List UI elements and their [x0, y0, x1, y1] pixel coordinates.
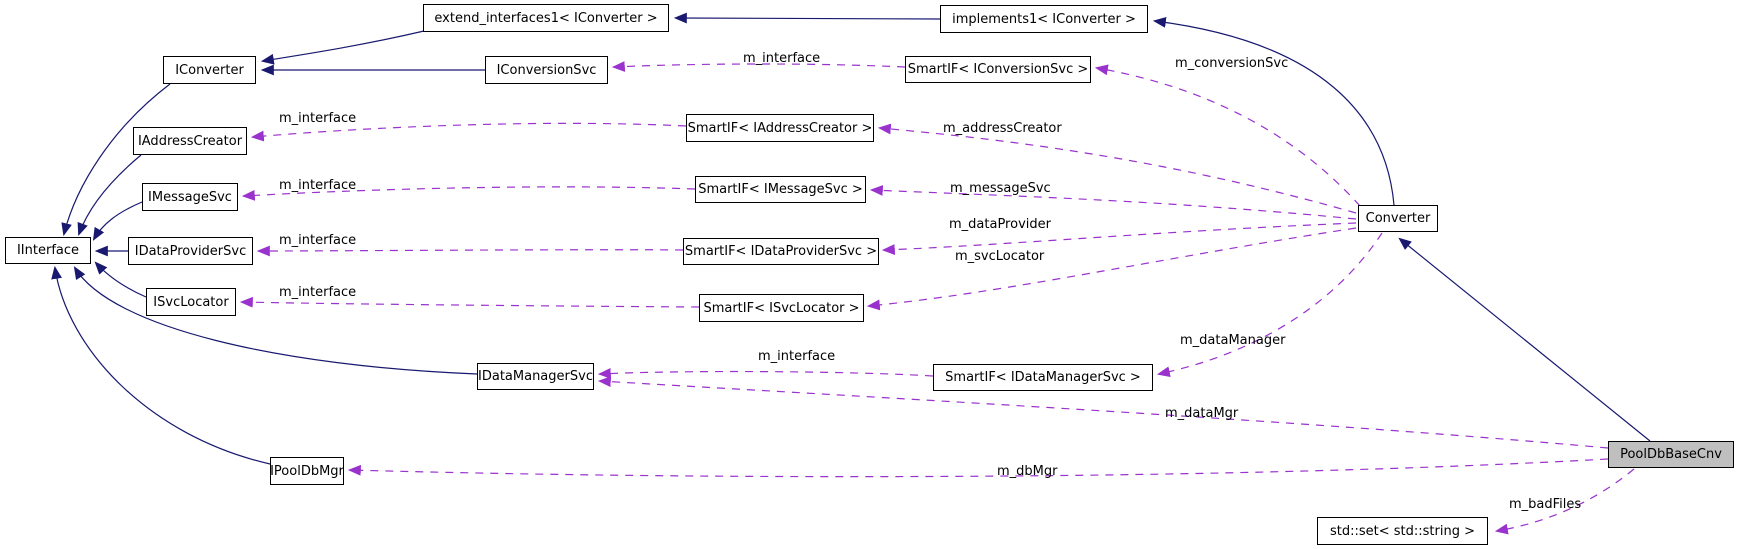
edge-label-m-interface-6: m_interface: [279, 233, 357, 248]
node-idataprovidersvc[interactable]: IDataProviderSvc: [128, 237, 253, 265]
edge-pooldbbasecnv-inherits-converter: [1398, 237, 1651, 442]
edge-label-m-interface-4: m_interface: [279, 178, 357, 193]
edge-label-m-datamgr-12: m_dataMgr: [1165, 406, 1239, 421]
node-iconverter[interactable]: IConverter: [163, 56, 256, 84]
edge-smartif-isvclocator-uses-isvclocator: [239, 296, 700, 308]
edge-imessagesvc-inherits-iinterface: [92, 201, 143, 241]
node-smartif-iaddresscreator[interactable]: SmartIF< IAddressCreator >: [686, 114, 874, 142]
edge-smartif-iaddresscreator-uses-iaddresscreator: [250, 122, 687, 142]
edge-implements1-inherits-extend-interfaces1: [673, 12, 941, 24]
node-smartif-idataprovidersvc[interactable]: SmartIF< IDataProviderSvc >: [683, 238, 879, 265]
edge-smartif-idatamanagersvc-uses-idatamanagersvc: [597, 368, 934, 379]
edge-iaddresscreator-inherits-iinterface: [77, 154, 142, 237]
node-ipooldbmgr[interactable]: IPoolDbMgr: [270, 457, 344, 485]
node-implements1-iconverter[interactable]: implements1< IConverter >: [940, 5, 1148, 33]
edge-iconverter-inherits-iinterface: [61, 83, 171, 237]
edge-pooldbbasecnv-uses-idatamanagersvc: [597, 376, 1609, 449]
node-iinterface[interactable]: IInterface: [5, 237, 91, 264]
node-smartif-iconversionsvc[interactable]: SmartIF< IConversionSvc >: [905, 56, 1091, 83]
edge-label-m-dataprovider-7: m_dataProvider: [949, 217, 1051, 232]
node-converter[interactable]: Converter: [1358, 205, 1438, 232]
edge-converter-uses-smartif-iaddresscreator: [877, 123, 1357, 214]
edge-label-m-interface-11: m_interface: [758, 349, 836, 364]
node-smartif-imessagesvc[interactable]: SmartIF< IMessageSvc >: [695, 176, 866, 203]
edge-label-m-interface-2: m_interface: [279, 111, 357, 126]
edge-smartif-imessagesvc-uses-imessagesvc: [241, 186, 696, 201]
edge-extend-interfaces1-inherits-iconverter: [260, 30, 425, 65]
edge-converter-uses-smartif-idataprovidersvc: [881, 222, 1357, 255]
edge-label-m-addresscreator-3: m_addressCreator: [943, 121, 1062, 136]
edge-smartif-idataprovidersvc-uses-idataprovidersvc: [256, 245, 684, 257]
node-iaddresscreator[interactable]: IAddressCreator: [133, 127, 247, 155]
edge-label-m-interface-8: m_interface: [279, 285, 357, 300]
edge-label-m-interface-0: m_interface: [743, 51, 821, 66]
edge-label-m-badfiles-14: m_badFiles: [1509, 497, 1582, 512]
node-smartif-idatamanagersvc[interactable]: SmartIF< IDataManagerSvc >: [933, 364, 1153, 391]
edge-converter-uses-smartif-isvclocator: [866, 227, 1357, 311]
edge-label-m-svclocator-9: m_svcLocator: [955, 249, 1045, 264]
node-smartif-isvclocator[interactable]: SmartIF< ISvcLocator >: [699, 294, 864, 322]
node-isvclocator[interactable]: ISvcLocator: [146, 288, 236, 316]
edge-pooldbbasecnv-uses-ipooldbmgr: [347, 458, 1609, 478]
edge-converter-uses-smartif-idatamanagersvc: [1156, 232, 1383, 378]
edge-converter-uses-smartif-iconversionsvc: [1094, 64, 1361, 207]
edge-smartif-iconversionsvc-uses-iconversionsvc: [611, 61, 906, 72]
edge-ipooldbmgr-inherits-iinterface: [51, 265, 271, 465]
node-imessagesvc[interactable]: IMessageSvc: [142, 183, 238, 211]
edge-pooldbbasecnv-uses-std-set: [1494, 468, 1635, 535]
edge-isvclocator-inherits-iinterface: [94, 261, 147, 298]
edge-label-m-messagesvc-5: m_messageSvc: [950, 181, 1051, 196]
node-pooldbbasecnv: PoolDbBaseCnv: [1608, 441, 1734, 468]
edge-idatamanagersvc-inherits-iinterface: [73, 266, 478, 375]
edge-converter-uses-smartif-imessagesvc: [869, 185, 1357, 220]
node-std-set-std-string[interactable]: std::set< std::string >: [1317, 517, 1488, 545]
edge-label-m-datamanager-10: m_dataManager: [1180, 333, 1286, 348]
edge-label-m-dbmgr-13: m_dbMgr: [997, 464, 1058, 479]
edge-label-m-conversionsvc-1: m_conversionSvc: [1175, 56, 1289, 71]
edge-converter-inherits-implements1: [1152, 16, 1395, 206]
node-idatamanagersvc[interactable]: IDataManagerSvc: [477, 363, 594, 390]
node-extend-interfaces1-iconverter[interactable]: extend_interfaces1< IConverter >: [423, 4, 669, 32]
node-iconversionsvc[interactable]: IConversionSvc: [485, 56, 608, 84]
